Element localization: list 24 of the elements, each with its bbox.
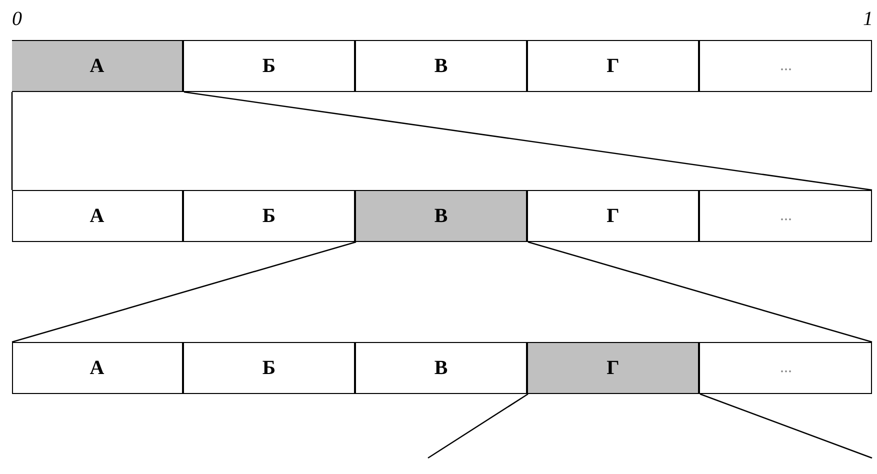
interval-bar	[12, 40, 872, 92]
expansion-line	[12, 241, 356, 343]
expansion-line	[184, 91, 872, 191]
interval-cell: Г	[528, 191, 700, 241]
expansion-line	[11, 92, 13, 190]
interval-bar	[12, 342, 872, 394]
expansion-line	[428, 393, 528, 459]
interval-cell: ...	[700, 343, 872, 393]
interval-cell: А	[12, 41, 184, 91]
interval-cell: В	[356, 191, 528, 241]
scale-label: 1	[863, 8, 873, 31]
interval-cell: Б	[184, 343, 356, 393]
interval-cell: В	[356, 41, 528, 91]
interval-cell: ...	[700, 41, 872, 91]
expansion-line	[700, 393, 872, 459]
expansion-line	[528, 241, 872, 343]
interval-cell: Б	[184, 41, 356, 91]
interval-cell: А	[12, 343, 184, 393]
interval-cell: Г	[528, 343, 700, 393]
interval-cell: А	[12, 191, 184, 241]
interval-bar	[12, 190, 872, 242]
interval-cell: Г	[528, 41, 700, 91]
scale-label: 0	[12, 8, 22, 31]
interval-cell: ...	[700, 191, 872, 241]
